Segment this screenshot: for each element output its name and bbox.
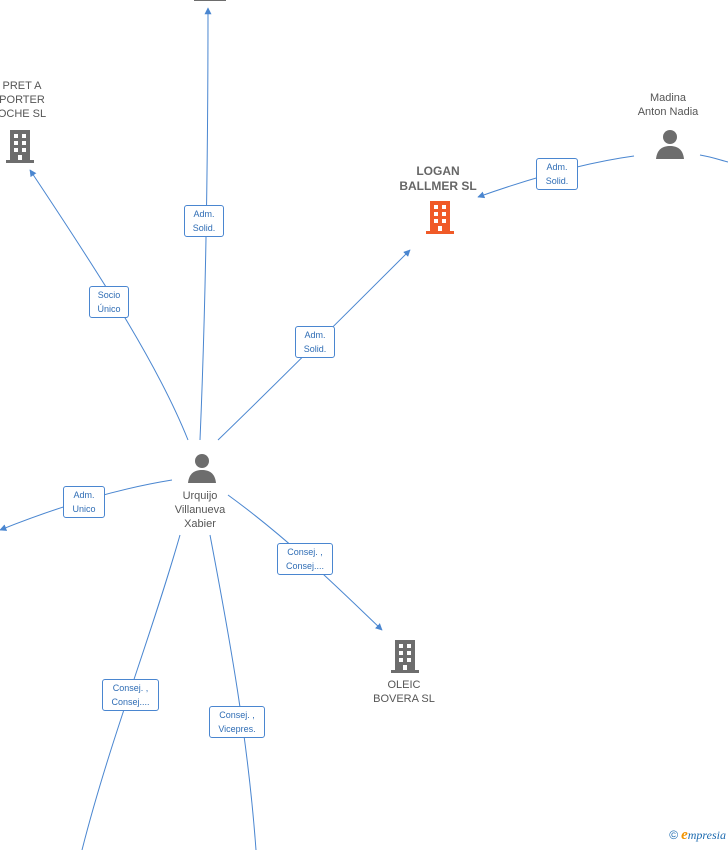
edge-label-pret-line1: Socio xyxy=(97,290,121,300)
pret-name[interactable]: PRET A PORTER OCHE SL xyxy=(0,79,72,121)
edge-label-pret-line2: Único xyxy=(97,304,121,314)
edge-label-logan-line2: Solid. xyxy=(303,344,327,354)
edge-label-logan[interactable]: Adm. Solid. xyxy=(295,326,335,358)
edge-label-madina-logan-line1: Adm. xyxy=(546,162,568,172)
edge-label-left[interactable]: Adm. Unico xyxy=(63,486,105,518)
edge-label-bottom-left[interactable]: Consej. , Consej.... xyxy=(102,679,159,711)
empresia-logo: ©empresia xyxy=(669,827,726,844)
pret-name-line1: PRET A xyxy=(2,80,42,92)
madina-name-line1: Madina xyxy=(649,92,687,104)
building-icon[interactable] xyxy=(194,0,226,1)
central-person-name[interactable]: Urquijo Villanueva Xabier xyxy=(150,489,250,531)
logan-name-line2: BALLMER SL xyxy=(399,179,477,193)
central-person-name-line2: Villanueva xyxy=(174,504,226,516)
edge-label-madina-logan-line2: Solid. xyxy=(545,176,569,186)
madina-name-line2: Anton Nadia xyxy=(637,106,699,118)
edge-label-bottom-left-line2: Consej.... xyxy=(111,697,150,707)
brand-initial: e xyxy=(681,827,688,843)
edge-label-top-line2: Solid. xyxy=(192,223,216,233)
edge-label-pret[interactable]: Socio Único xyxy=(89,286,129,318)
logan-name-line1: LOGAN xyxy=(416,164,460,178)
edge-pret xyxy=(29,169,189,441)
oleic-name[interactable]: OLEIC BOVERA SL xyxy=(354,678,454,706)
edge-label-oleic[interactable]: Consej. , Consej.... xyxy=(277,543,333,575)
logan-name[interactable]: LOGAN BALLMER SL xyxy=(378,164,498,194)
edge-madina-right xyxy=(699,154,728,163)
brand-name: mpresia xyxy=(687,828,726,842)
building-icon[interactable] xyxy=(389,638,421,674)
pret-name-line3: OCHE SL xyxy=(0,108,47,120)
edge-label-left-line1: Adm. xyxy=(73,490,95,500)
person-icon[interactable] xyxy=(186,452,218,484)
person-icon[interactable] xyxy=(654,128,686,160)
edge-label-bottom-right-line1: Consej. , xyxy=(219,710,255,720)
edge-label-bottom-right-line2: Vicepres. xyxy=(218,724,256,734)
edge-label-oleic-line2: Consej.... xyxy=(285,561,325,571)
edge-label-oleic-line1: Consej. , xyxy=(287,547,323,557)
edge-label-left-line2: Unico xyxy=(72,504,96,514)
edge-label-madina-logan[interactable]: Adm. Solid. xyxy=(536,158,578,190)
edge-label-bottom-right[interactable]: Consej. , Vicepres. xyxy=(209,706,265,738)
building-icon[interactable] xyxy=(424,199,456,235)
edge-bottom-right xyxy=(209,534,257,850)
central-person-name-line3: Xabier xyxy=(184,518,216,530)
central-person-name-line1: Urquijo xyxy=(182,490,218,502)
copyright-symbol: © xyxy=(669,828,679,842)
madina-name[interactable]: Madina Anton Nadia xyxy=(618,91,718,119)
edge-label-top[interactable]: Adm. Solid. xyxy=(184,205,224,237)
building-icon[interactable] xyxy=(4,128,36,164)
oleic-name-line2: BOVERA SL xyxy=(373,693,435,705)
pret-name-line2: PORTER xyxy=(0,94,45,106)
edge-label-top-line1: Adm. xyxy=(193,209,215,219)
oleic-name-line1: OLEIC xyxy=(387,679,421,691)
edge-label-bottom-left-line1: Consej. , xyxy=(112,683,149,693)
edge-label-logan-line1: Adm. xyxy=(304,330,326,340)
